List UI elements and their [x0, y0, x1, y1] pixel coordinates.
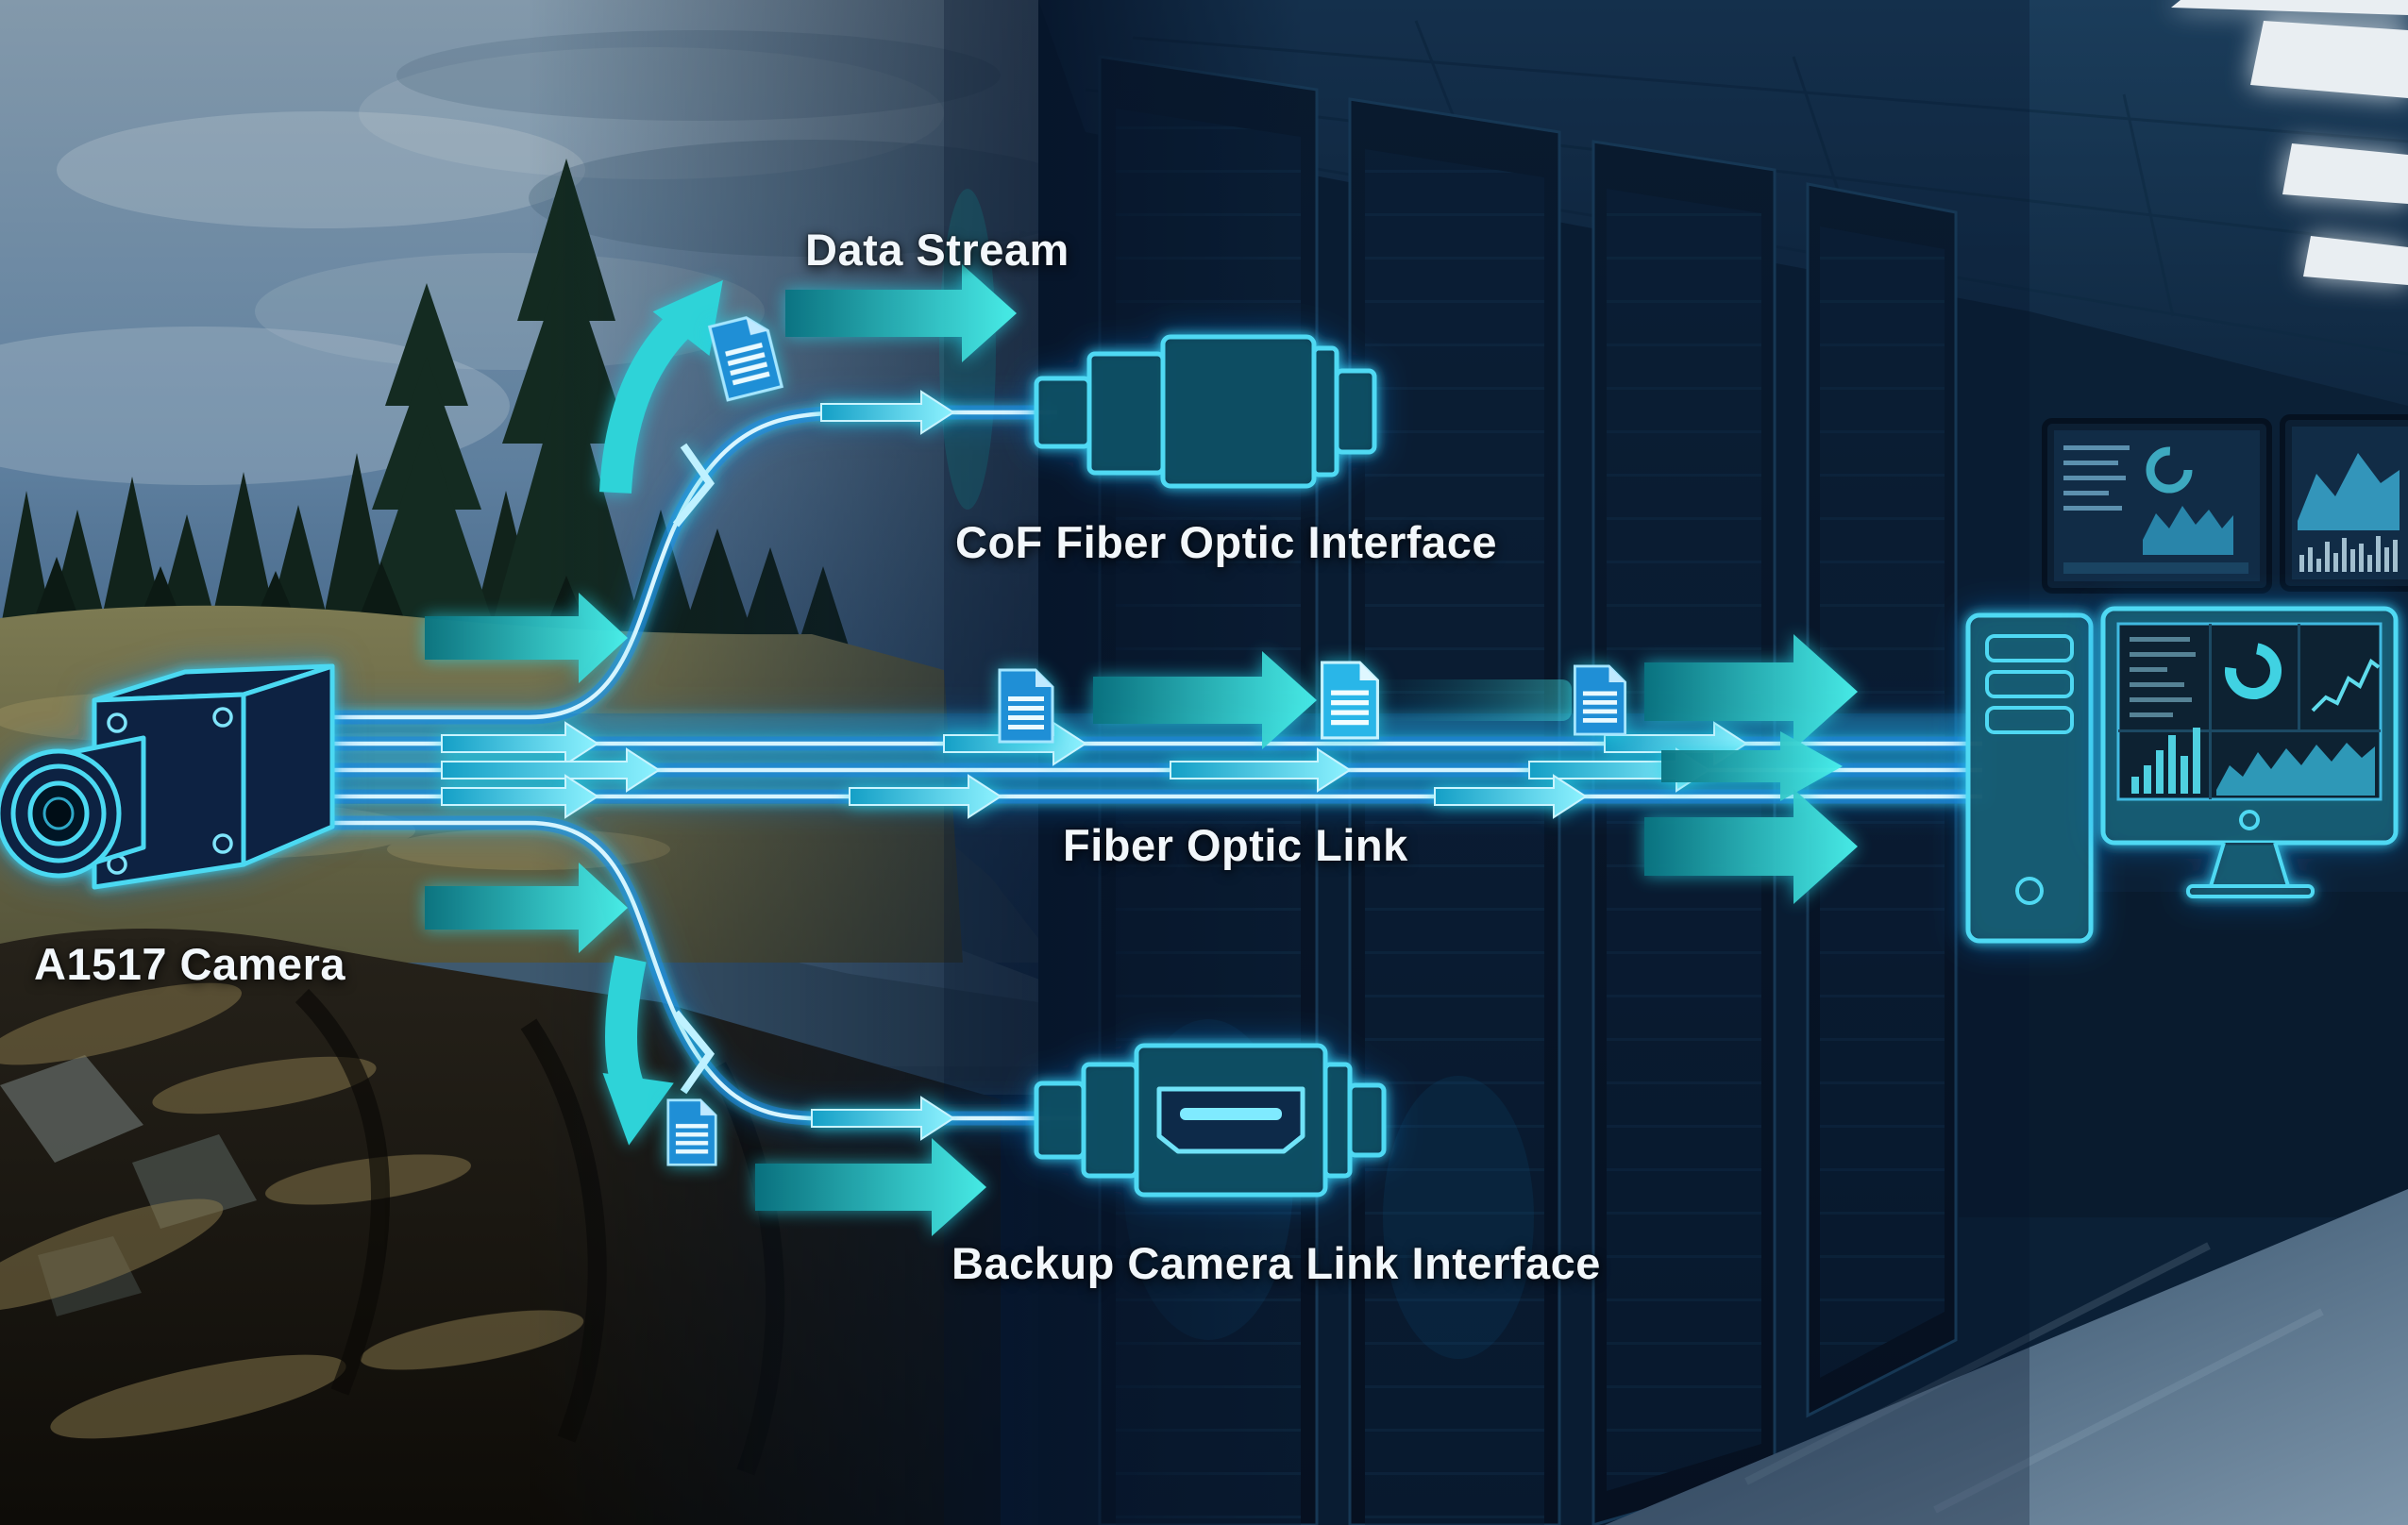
- flow-arrow-icon: [425, 264, 1858, 1236]
- document-icon: [666, 1098, 717, 1166]
- cable-connector-icon: [1034, 334, 1377, 489]
- backup-interface-label: Backup Camera Link Interface: [951, 1238, 1601, 1288]
- data-stream-label: Data Stream: [805, 225, 1069, 275]
- document-icon: [1573, 664, 1627, 736]
- document-icon: [707, 316, 784, 402]
- curved-arrow-up-icon: [599, 279, 723, 494]
- fiber-link-label: Fiber Optic Link: [1063, 820, 1408, 870]
- wall-monitor-right-icon: [2280, 414, 2408, 592]
- floor: [1605, 1189, 2408, 1525]
- camera-icon: [0, 663, 335, 890]
- curved-arrow-down-icon: [602, 955, 674, 1146]
- camera-label: A1517 Camera: [34, 939, 345, 989]
- document-icon: [1321, 661, 1379, 740]
- hdmi-connector-icon: [1034, 1043, 1387, 1198]
- console-desk: [1959, 892, 2408, 1217]
- wall-monitor-left-icon: [2042, 418, 2272, 594]
- data-streak: [1373, 679, 1572, 721]
- document-icons: [666, 316, 1627, 1166]
- desktop-tower-icon: [1965, 612, 2094, 944]
- flow-arrow-icon: [441, 390, 1748, 1141]
- cof-interface-label: CoF Fiber Optic Interface: [955, 517, 1497, 567]
- document-icon: [998, 668, 1054, 744]
- ceiling-light-panels: [2171, 0, 2408, 285]
- desktop-monitor-icon: [2100, 606, 2399, 898]
- curve-chevrons: [672, 443, 716, 1095]
